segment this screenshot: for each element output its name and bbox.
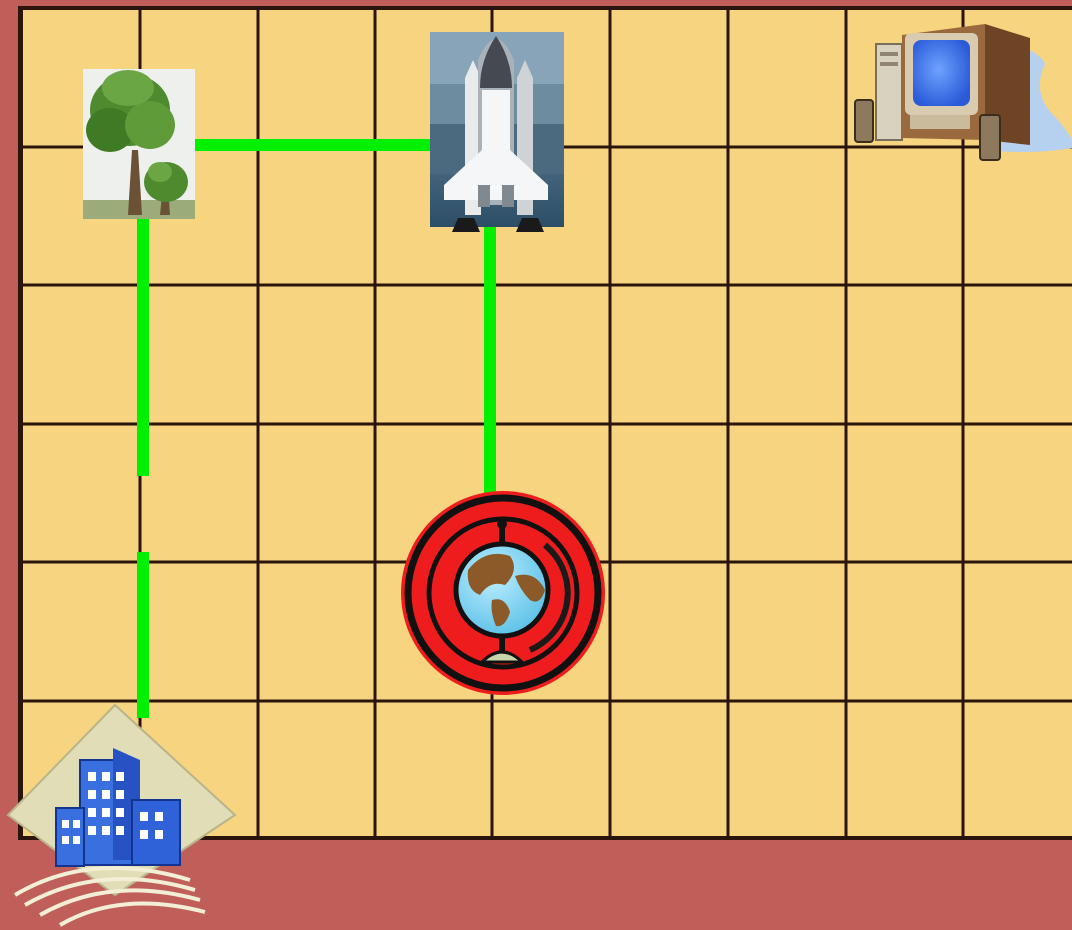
path-tree-down bbox=[137, 218, 149, 476]
globe-icon[interactable] bbox=[401, 491, 605, 695]
board-frame bbox=[18, 6, 1072, 10]
tree-icon[interactable] bbox=[83, 69, 195, 219]
rocket-icon[interactable] bbox=[430, 32, 564, 232]
path-tree-to-shuttle bbox=[195, 139, 431, 151]
path-shuttle-to-globe bbox=[484, 204, 496, 494]
path-gap-to-city bbox=[137, 552, 149, 718]
